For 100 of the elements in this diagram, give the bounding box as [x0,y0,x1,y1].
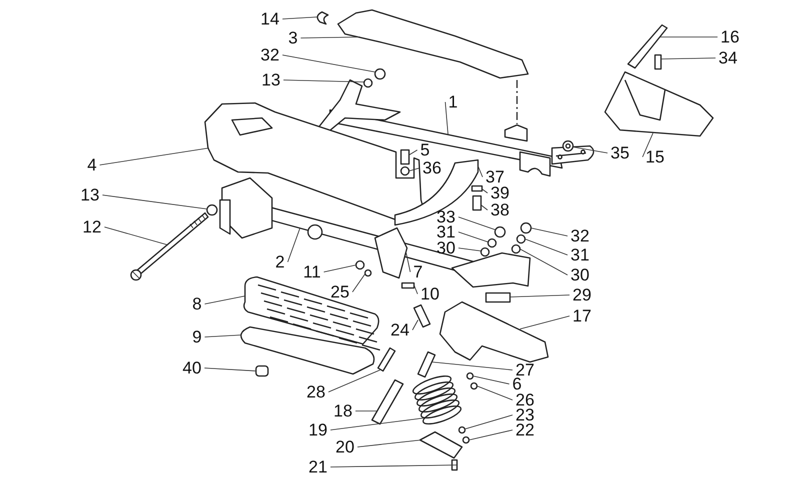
threaded-rod [130,212,209,281]
leader-line [355,410,378,412]
callout-number: 14 [260,10,280,28]
leader-line [572,146,608,154]
leader-line [287,228,300,262]
washer [511,244,521,254]
callout-number: 29 [572,286,592,304]
leader-line [530,228,568,236]
callout-number: 38 [490,202,510,218]
leader-line [104,226,168,246]
leader-line [432,362,513,370]
clamp-bracket [374,227,408,279]
washer [470,382,478,390]
leader-line [520,248,568,276]
leader-line [458,232,488,242]
bolt [472,195,482,211]
leader-line [510,294,570,298]
callout-number: 13 [262,72,280,88]
mounting-plate [551,140,594,165]
leader-line [408,150,418,156]
pin [413,304,431,328]
callout-number: 31 [436,224,456,240]
pedal-shaft [371,379,404,425]
footrest-bracket [604,71,714,137]
callout-number: 40 [182,360,202,376]
cover-plate [337,9,529,79]
nut [355,260,365,270]
callout-number: 16 [720,28,740,46]
pedal [419,431,463,459]
callout-number: 26 [516,392,534,408]
washer [364,269,372,277]
leader-line [412,320,418,330]
bolt [377,347,396,372]
callout-number: 39 [490,184,510,202]
leader-line [458,216,496,230]
nut [494,226,506,238]
leader-line [204,296,246,304]
washer [471,185,483,192]
leader-line [282,54,376,72]
leader-line [660,58,716,60]
spacer-plate [485,292,511,303]
leader-line [408,168,420,172]
leader-line [99,148,210,166]
leader-line [464,414,513,430]
washer [400,166,410,176]
bolt [417,351,436,378]
curved-bracket [394,159,479,226]
leader-line [102,194,208,210]
leader-line [282,16,318,20]
leader-line [524,238,568,256]
leader-line [330,418,424,430]
bolt [400,149,410,165]
callout-number: 24 [390,322,410,338]
callout-number: 28 [306,384,326,400]
clip [316,11,329,25]
callout-number: 37 [486,168,504,186]
callout-number: 20 [336,438,354,456]
callout-number: 32 [570,228,590,244]
callout-number: 1 [448,94,458,110]
callout-number: 32 [260,46,280,64]
leader-line [414,284,418,294]
leader-line [328,370,380,392]
leader-line [482,188,488,194]
bolt [654,54,662,70]
washer [458,426,466,434]
leader-line [472,376,510,384]
rubber-grommet [255,365,269,377]
leader-line [520,316,570,330]
leader-line [352,274,366,292]
callout-number: 8 [192,296,202,312]
leader-line [204,334,242,338]
leader-line [300,36,360,38]
leader-line [283,80,364,82]
washer [462,436,470,444]
callout-number: 36 [422,160,442,176]
callout-number: 12 [82,218,102,236]
spring [412,376,462,424]
leader-line [204,368,256,372]
callout-number: 15 [646,148,664,166]
callout-number: 22 [516,422,534,438]
callout-number: 31 [570,246,590,264]
leader-line [480,204,488,210]
callout-number: 5 [420,142,430,158]
callout-number: 27 [516,362,534,378]
washer [206,204,218,216]
leader-line [642,132,654,158]
leader-line [458,248,482,252]
nut [374,68,386,80]
callout-number: 17 [572,308,592,324]
lever [627,24,668,69]
leader-line [323,264,356,272]
leader-line [406,252,411,272]
washer [487,238,497,248]
callout-number: 9 [192,328,202,346]
leader-line [476,386,513,400]
leader-line [330,464,458,468]
washer [466,372,474,380]
callout-number: 19 [308,422,328,438]
footboard-base [240,326,375,375]
screw [451,459,458,471]
